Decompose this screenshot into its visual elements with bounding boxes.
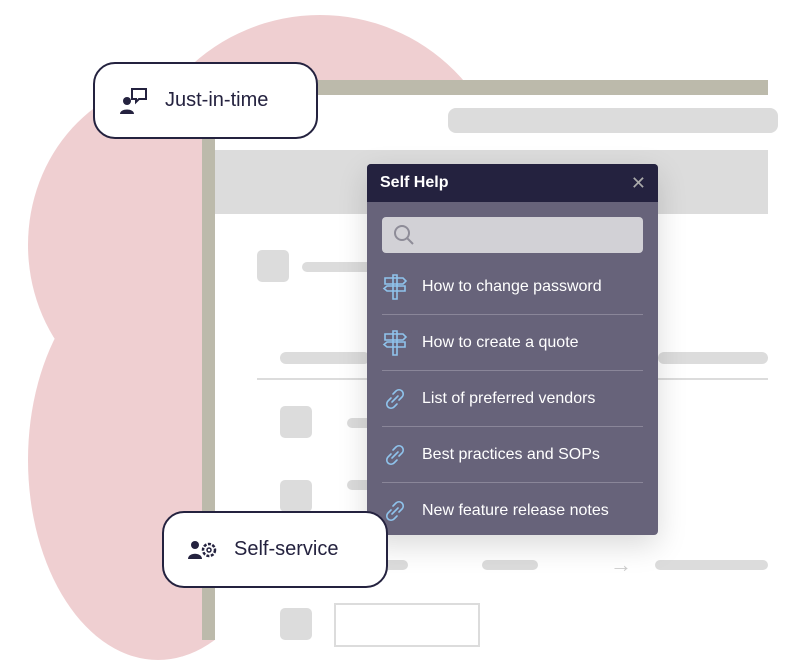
signpost-icon <box>382 273 408 301</box>
just-in-time-label: Just-in-time <box>165 89 269 111</box>
help-item[interactable]: New feature release notes <box>382 483 643 535</box>
help-item[interactable]: How to change password <box>382 259 643 315</box>
panel-title: Self Help <box>380 174 449 191</box>
link-icon <box>382 386 408 412</box>
self-service-badge: Self-service <box>162 511 388 588</box>
person-chat-icon <box>120 87 147 114</box>
just-in-time-badge: Just-in-time <box>93 62 318 139</box>
help-item[interactable]: List of preferred vendors <box>382 371 643 427</box>
help-item-label: How to change password <box>422 277 602 295</box>
search-icon <box>394 225 414 245</box>
person-gear-icon <box>188 540 217 559</box>
self-service-label: Self-service <box>234 538 339 560</box>
close-icon[interactable]: ✕ <box>630 172 646 193</box>
help-item-label: New feature release notes <box>422 501 609 519</box>
signpost-icon <box>382 329 408 357</box>
arrow-right-icon: → <box>610 552 632 577</box>
search-input[interactable] <box>382 217 643 253</box>
link-icon <box>382 442 408 468</box>
link-icon <box>382 498 408 524</box>
help-item-label: Best practices and SOPs <box>422 445 600 463</box>
help-item-label: How to create a quote <box>422 333 579 351</box>
address-bar <box>448 108 778 133</box>
help-item[interactable]: Best practices and SOPs <box>382 427 643 483</box>
help-item-label: List of preferred vendors <box>422 389 596 407</box>
help-item[interactable]: How to create a quote <box>382 315 643 371</box>
